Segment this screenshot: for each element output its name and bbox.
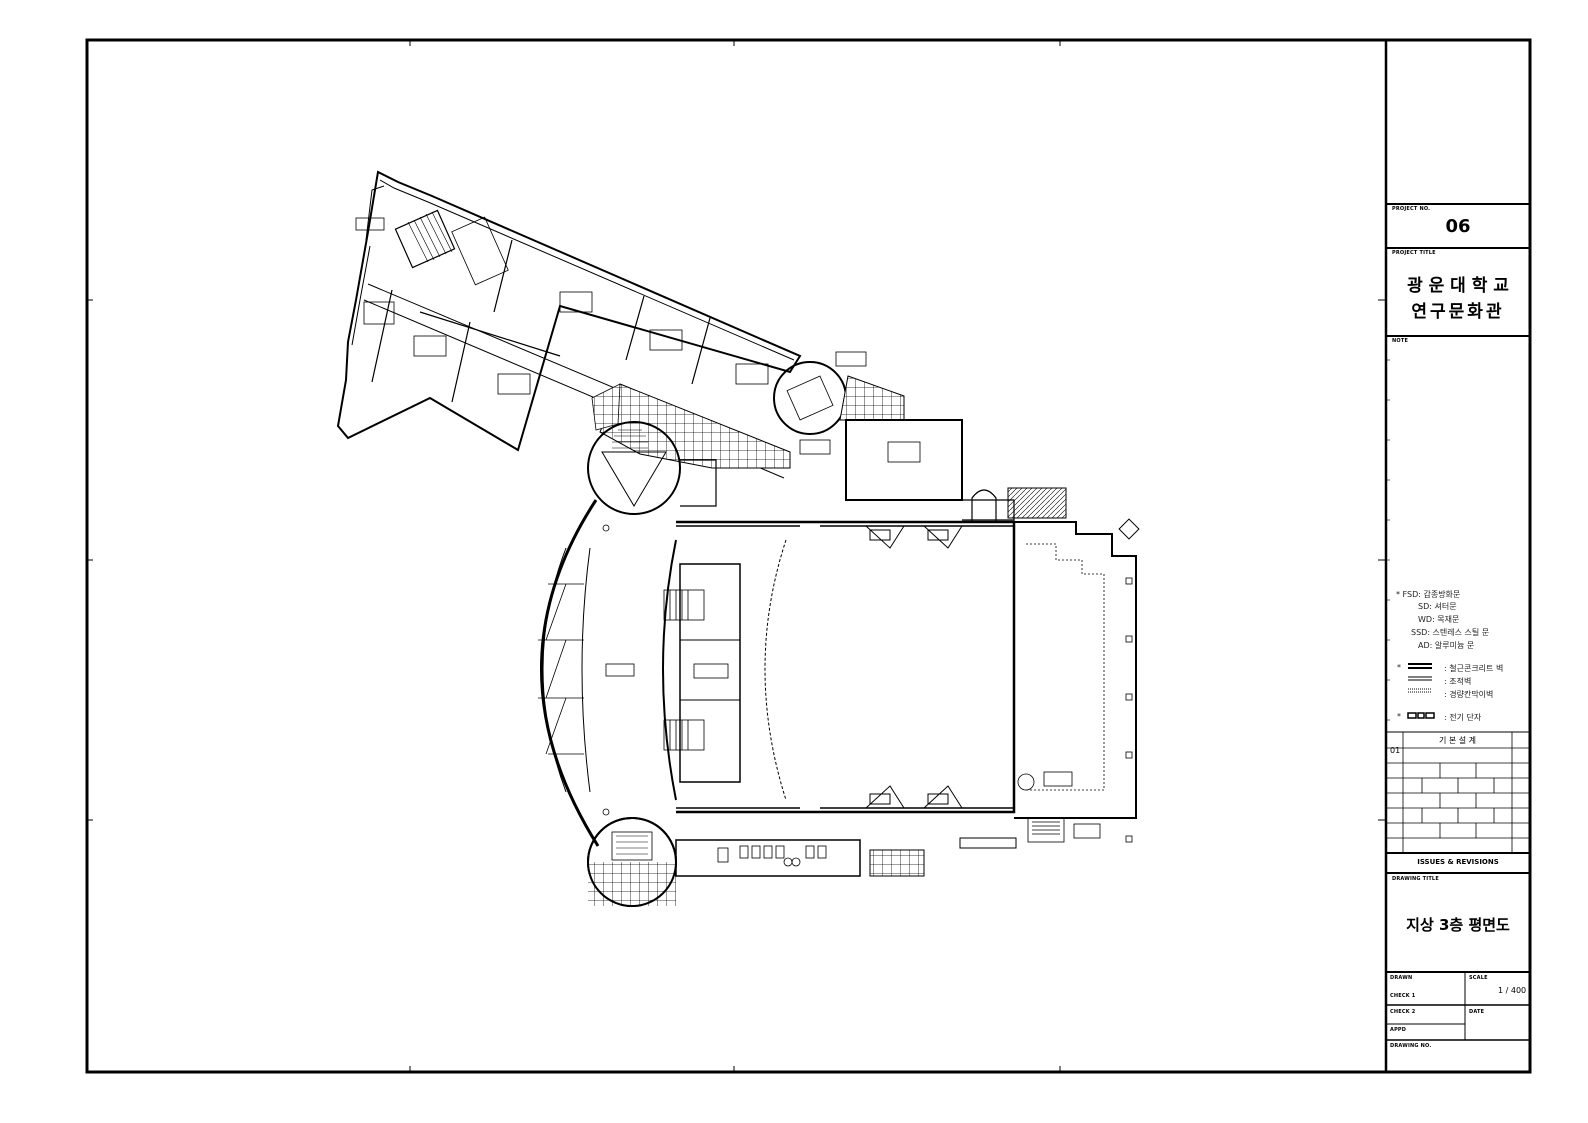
upper-round-stair: [587, 421, 717, 515]
auditorium: [662, 520, 1105, 814]
project-title-line2: 연구문화관: [1411, 302, 1505, 322]
appd-label: APPD: [1390, 1027, 1407, 1033]
legend-elec-star: *: [1397, 712, 1401, 721]
legend-wall-rc: : 철근콘크리트 벽: [1444, 664, 1504, 673]
legend-wall-partition: : 경량칸막이벽: [1444, 690, 1494, 699]
project-no-label: PROJECT NO.: [1392, 206, 1431, 212]
revision-description: 기 본 설 계: [1438, 736, 1477, 745]
nw-wing: [336, 170, 802, 479]
revision-number: 01: [1390, 746, 1401, 755]
check2-label: CHECK 2: [1390, 1009, 1416, 1015]
legend-door-sd: SD: 셔터문: [1418, 602, 1457, 611]
frame-ticks: [87, 40, 1386, 1072]
curved-lobby: [538, 499, 635, 847]
legend-electrical: : 전기 단자: [1444, 713, 1482, 722]
legend-door-ssd: SSD: 스텐레스 스틸 문: [1411, 628, 1490, 637]
east-stair: [773, 351, 905, 435]
legend-wall-star: *: [1397, 663, 1401, 672]
drawing-title-label: DRAWING TITLE: [1392, 876, 1439, 882]
drawing-title: 지상 3층 평면도: [1406, 916, 1510, 934]
project-title-line1: 광 운 대 학 교: [1407, 276, 1509, 296]
project-number: 06: [1445, 216, 1471, 237]
check1-label: CHECK 1: [1390, 993, 1416, 999]
legend-door-fsd: * FSD: 갑종방화문: [1396, 590, 1461, 599]
title-block: [1384, 40, 1530, 1072]
drawing-no-label: DRAWING NO.: [1390, 1043, 1432, 1049]
stage-house: [1014, 518, 1140, 843]
room-307: [799, 419, 963, 501]
scale-value: 1 / 400: [1498, 986, 1527, 995]
scale-label: SCALE: [1469, 975, 1488, 981]
note-label: NOTE: [1392, 338, 1409, 344]
legend-door-ad: AD: 알루미늄 문: [1418, 641, 1475, 650]
legend-wall-masonry: : 조적벽: [1444, 677, 1472, 686]
issues-revisions-label: ISSUES & REVISIONS: [1417, 858, 1499, 866]
service-strip: [675, 817, 1065, 877]
date-label: DATE: [1469, 1009, 1485, 1015]
drawn-label: DRAWN: [1390, 975, 1413, 981]
project-title-label: PROJECT TITLE: [1392, 250, 1436, 256]
floor-plan: [336, 170, 1140, 907]
outer-frame: [85, 38, 1532, 1074]
lower-round-stair: [587, 817, 677, 907]
legend-door-wd: WD: 목재문: [1418, 615, 1460, 624]
